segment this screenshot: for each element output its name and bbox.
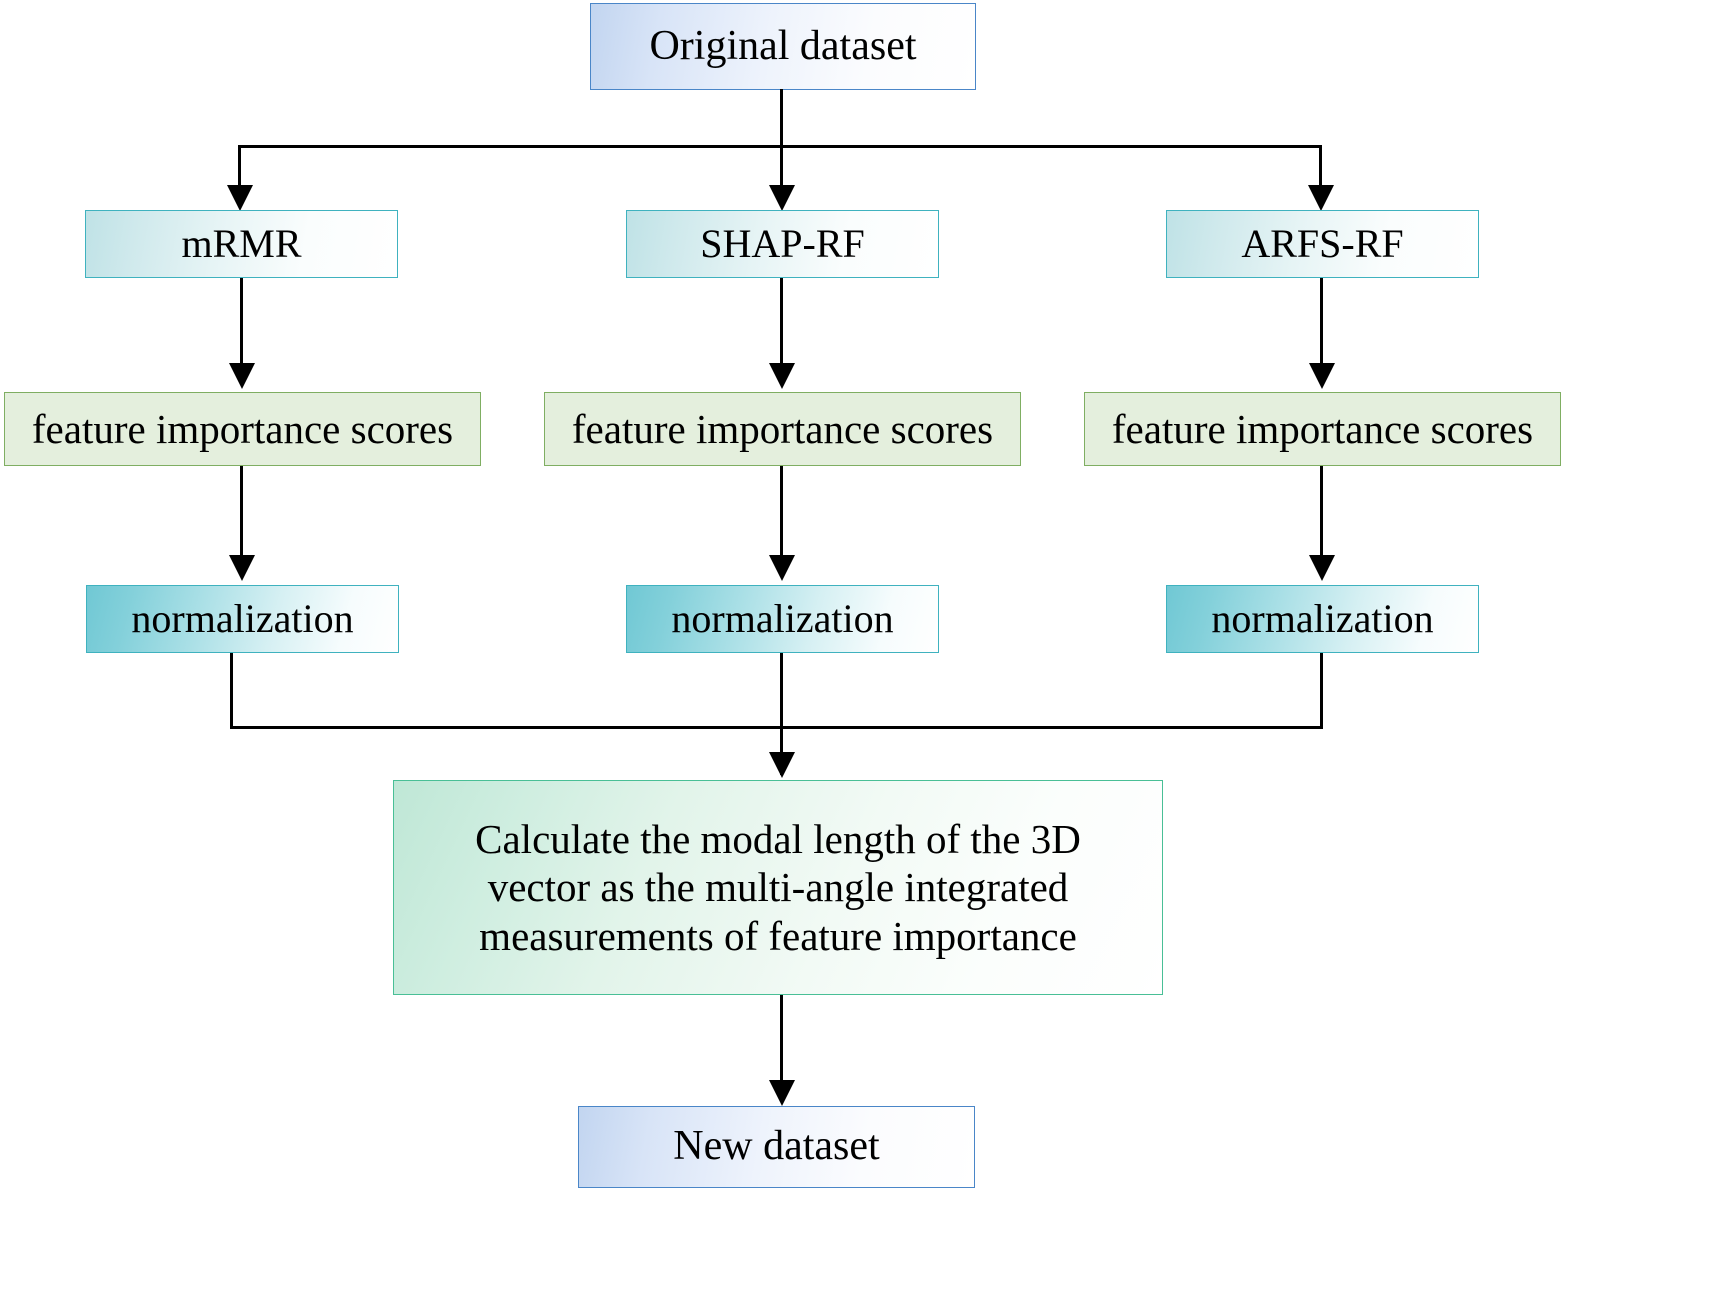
node-original-dataset[interactable]: Original dataset [590, 3, 976, 90]
node-scores-right-label: feature importance scores [1111, 405, 1534, 452]
node-new-dataset-label: New dataset [673, 1123, 880, 1170]
edge-shaprf-to-scores [780, 278, 783, 368]
edge-norm-left-drop [230, 653, 233, 729]
arrowhead-to-norm-center [769, 555, 795, 581]
edge-calculate-to-new-dataset [780, 995, 783, 1085]
edge-scores-to-norm-right [1320, 466, 1323, 558]
node-original-dataset-label: Original dataset [649, 22, 917, 69]
edge-original-to-branch [780, 89, 783, 148]
node-new-dataset[interactable]: New dataset [578, 1106, 975, 1188]
arrowhead-to-mrmr [227, 185, 253, 211]
edge-branch-left-drop [238, 145, 241, 187]
node-normalization-left-label: normalization [131, 596, 354, 642]
node-normalization-right-label: normalization [1211, 596, 1434, 642]
edge-scores-to-norm-left [240, 466, 243, 558]
arrowhead-to-arfsrf [1308, 185, 1334, 211]
edge-branch-center-drop [780, 145, 783, 187]
arrowhead-to-shaprf [769, 185, 795, 211]
node-scores-left[interactable]: feature importance scores [4, 392, 481, 466]
node-calculate[interactable]: Calculate the modal length of the 3D vec… [393, 780, 1163, 995]
node-mrmr[interactable]: mRMR [85, 210, 398, 278]
node-shap-rf[interactable]: SHAP-RF [626, 210, 939, 278]
node-normalization-left[interactable]: normalization [86, 585, 399, 653]
node-normalization-right[interactable]: normalization [1166, 585, 1479, 653]
arrowhead-to-calculate [769, 752, 795, 778]
node-arfs-rf-label: ARFS-RF [1241, 221, 1404, 267]
edge-arfsrf-to-scores [1320, 278, 1323, 368]
node-shap-rf-label: SHAP-RF [700, 221, 865, 267]
arrowhead-to-scores-right [1309, 363, 1335, 389]
edge-norm-center-drop [780, 653, 783, 775]
edge-scores-to-norm-center [780, 466, 783, 558]
edge-mrmr-to-scores [240, 278, 243, 368]
arrowhead-to-norm-right [1309, 555, 1335, 581]
node-normalization-center-label: normalization [671, 596, 894, 642]
node-scores-left-label: feature importance scores [31, 405, 454, 452]
node-mrmr-label: mRMR [181, 221, 302, 267]
arrowhead-to-new-dataset [769, 1080, 795, 1106]
arrowhead-to-scores-left [229, 363, 255, 389]
node-scores-center[interactable]: feature importance scores [544, 392, 1021, 466]
edge-branch-right-drop [1319, 145, 1322, 187]
arrowhead-to-norm-left [229, 555, 255, 581]
edge-merge-bar [230, 726, 1323, 729]
node-arfs-rf[interactable]: ARFS-RF [1166, 210, 1479, 278]
arrowhead-to-scores-center [769, 363, 795, 389]
node-scores-center-label: feature importance scores [571, 405, 994, 452]
node-scores-right[interactable]: feature importance scores [1084, 392, 1561, 466]
edge-norm-right-drop [1320, 653, 1323, 729]
node-normalization-center[interactable]: normalization [626, 585, 939, 653]
node-calculate-label: Calculate the modal length of the 3D vec… [475, 815, 1081, 959]
